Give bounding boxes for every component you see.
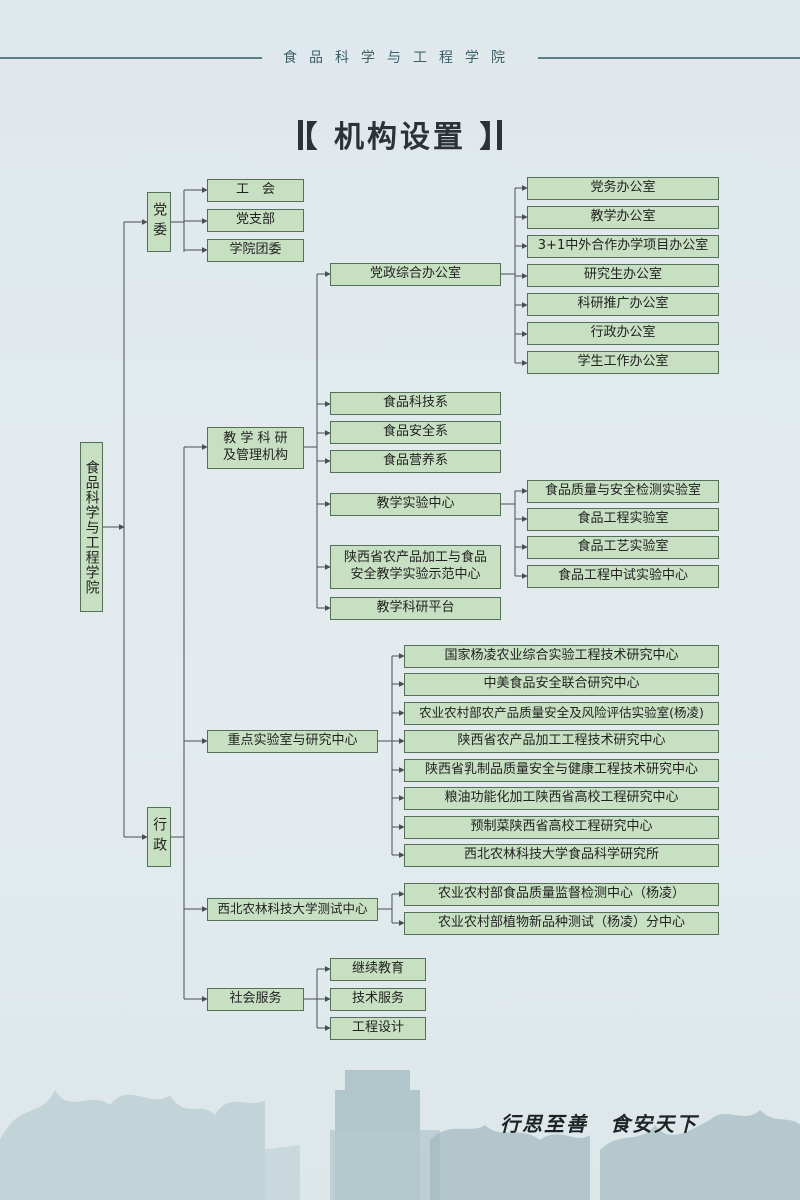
lab-child-technology: 食品工艺实验室 [527, 536, 719, 559]
office-child-research-extension: 科研推广办公室 [527, 293, 719, 316]
testing-child-quality-supervision: 农业农村部食品质量监督检测中心（杨凌） [404, 883, 719, 906]
office-child-party-affairs: 党务办公室 [527, 177, 719, 200]
key-lab-item: 西北农林科技大学食品科学研究所 [404, 844, 719, 867]
social-child-continuing-education: 继续教育 [330, 958, 426, 981]
party-committee-node: 党委 [147, 192, 171, 252]
root-node: 食品科学与工程学院 [80, 442, 103, 612]
social-child-technical-service: 技术服务 [330, 988, 426, 1011]
party-child-branch: 党支部 [207, 209, 304, 232]
social-service-node: 社会服务 [207, 988, 304, 1011]
office-child-3plus1-program: 3+1中外合作办学项目办公室 [527, 235, 719, 258]
dept-food-science-tech: 食品科技系 [330, 392, 501, 415]
office-child-teaching: 教学办公室 [527, 206, 719, 229]
title-bracket-bar-right [497, 120, 502, 150]
header-title: 食品科学与工程学院 [283, 50, 517, 66]
lab-child-engineering: 食品工程实验室 [527, 508, 719, 531]
research-platform-node: 教学科研平台 [330, 597, 501, 620]
office-child-student-affairs: 学生工作办公室 [527, 351, 719, 374]
key-lab-item: 农业农村部农产品质量安全及风险评估实验室(杨凌) [404, 702, 719, 725]
dept-food-nutrition: 食品营养系 [330, 450, 501, 473]
key-lab-item: 陕西省农产品加工工程技术研究中心 [404, 730, 719, 753]
campus-silhouette [0, 1070, 800, 1200]
key-lab-item: 粮油功能化加工陕西省高校工程研究中心 [404, 787, 719, 810]
testing-child-plant-variety: 农业农村部植物新品种测试（杨凌）分中心 [404, 912, 719, 935]
party-child-union: 工 会 [207, 179, 304, 202]
teaching-lab-center-node: 教学实验中心 [330, 493, 501, 516]
office-child-administrative: 行政办公室 [527, 322, 719, 345]
key-lab-item: 陕西省乳制品质量安全与健康工程技术研究中心 [404, 759, 719, 782]
party-child-youth-league: 学院团委 [207, 239, 304, 262]
lab-child-quality-testing: 食品质量与安全检测实验室 [527, 480, 719, 503]
motto: 行思至善 食安天下 [500, 1112, 698, 1136]
header-rule-right [538, 57, 800, 59]
testing-center-node: 西北农林科技大学测试中心 [207, 898, 378, 921]
dept-food-safety: 食品安全系 [330, 421, 501, 444]
page-title: 【 机构设置 】 [287, 120, 513, 155]
social-child-engineering-design: 工程设计 [330, 1017, 426, 1040]
office-child-graduate: 研究生办公室 [527, 264, 719, 287]
administration-node: 行政 [147, 807, 171, 867]
title-bracket-bar-left [298, 120, 303, 150]
key-lab-item: 国家杨凌农业综合实验工程技术研究中心 [404, 645, 719, 668]
general-office-node: 党政综合办公室 [330, 263, 501, 286]
key-lab-item: 中美食品安全联合研究中心 [404, 673, 719, 696]
demo-center-node: 陕西省农产品加工与食品 安全教学实验示范中心 [330, 545, 501, 589]
key-labs-node: 重点实验室与研究中心 [207, 730, 378, 753]
teaching-research-node: 教 学 科 研 及管理机构 [207, 427, 304, 469]
lab-child-pilot-center: 食品工程中试实验中心 [527, 565, 719, 588]
header-rule-left [0, 57, 262, 59]
key-lab-item: 预制菜陕西省高校工程研究中心 [404, 816, 719, 839]
